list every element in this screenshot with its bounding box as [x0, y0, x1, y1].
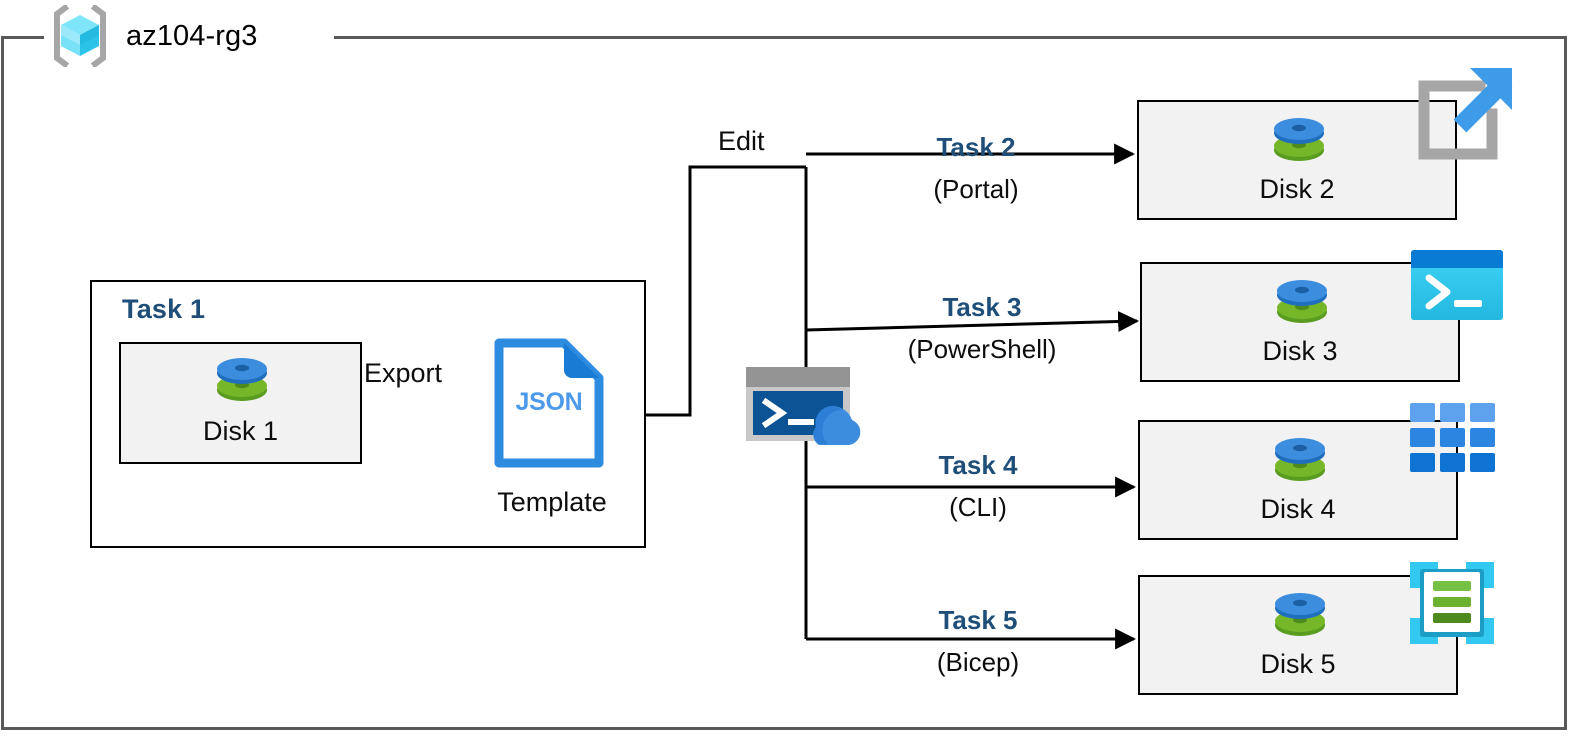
powershell-icon[interactable] — [1411, 250, 1503, 320]
disk-icon — [213, 354, 271, 412]
task5-label: Task 5 — [938, 605, 1018, 635]
task2-method-label: (Portal) — [933, 174, 1019, 204]
disk-icon — [1273, 276, 1331, 334]
task3-label: Task 3 — [942, 292, 1022, 322]
disk4-caption: Disk 4 — [1260, 494, 1336, 524]
cloud-shell-icon[interactable] — [744, 365, 868, 445]
export-label: Export — [364, 358, 443, 388]
disk3-caption: Disk 3 — [1262, 336, 1338, 366]
task4-label: Task 4 — [938, 450, 1018, 480]
disk-icon — [1271, 434, 1329, 492]
disk-icon — [1270, 114, 1328, 172]
disk4-box[interactable]: Disk 4 — [1138, 420, 1458, 540]
disk5-caption: Disk 5 — [1260, 649, 1336, 679]
disk1-caption: Disk 1 — [202, 416, 278, 446]
task1-label: Task 1 — [122, 294, 206, 324]
azure-cli-grid-icon[interactable] — [1410, 403, 1495, 473]
task2-label: Task 2 — [936, 132, 1016, 162]
disk3-box[interactable]: Disk 3 — [1140, 262, 1460, 382]
template-caption: Template — [497, 487, 607, 517]
azure-portal-icon[interactable] — [1408, 62, 1520, 166]
disk1-box[interactable]: Disk 1 — [119, 342, 362, 464]
resource-group-container — [1, 36, 1567, 730]
json-badge-label: JSON — [515, 388, 583, 416]
bicep-icon[interactable] — [1408, 560, 1496, 646]
task4-method-label: (CLI) — [949, 492, 1007, 522]
task5-method-label: (Bicep) — [936, 647, 1020, 677]
edit-label: Edit — [718, 126, 765, 156]
resource-group-title: az104-rg3 — [126, 19, 258, 52]
disk-icon — [1271, 589, 1329, 647]
disk2-caption: Disk 2 — [1259, 174, 1335, 204]
disk2-box[interactable]: Disk 2 — [1137, 100, 1457, 220]
json-document-icon: JSON — [492, 336, 606, 470]
resource-group-cube-icon — [48, 3, 112, 69]
disk5-box[interactable]: Disk 5 — [1138, 575, 1458, 695]
task3-method-label: (PowerShell) — [907, 334, 1057, 364]
resource-group-header: az104-rg3 — [48, 3, 258, 69]
